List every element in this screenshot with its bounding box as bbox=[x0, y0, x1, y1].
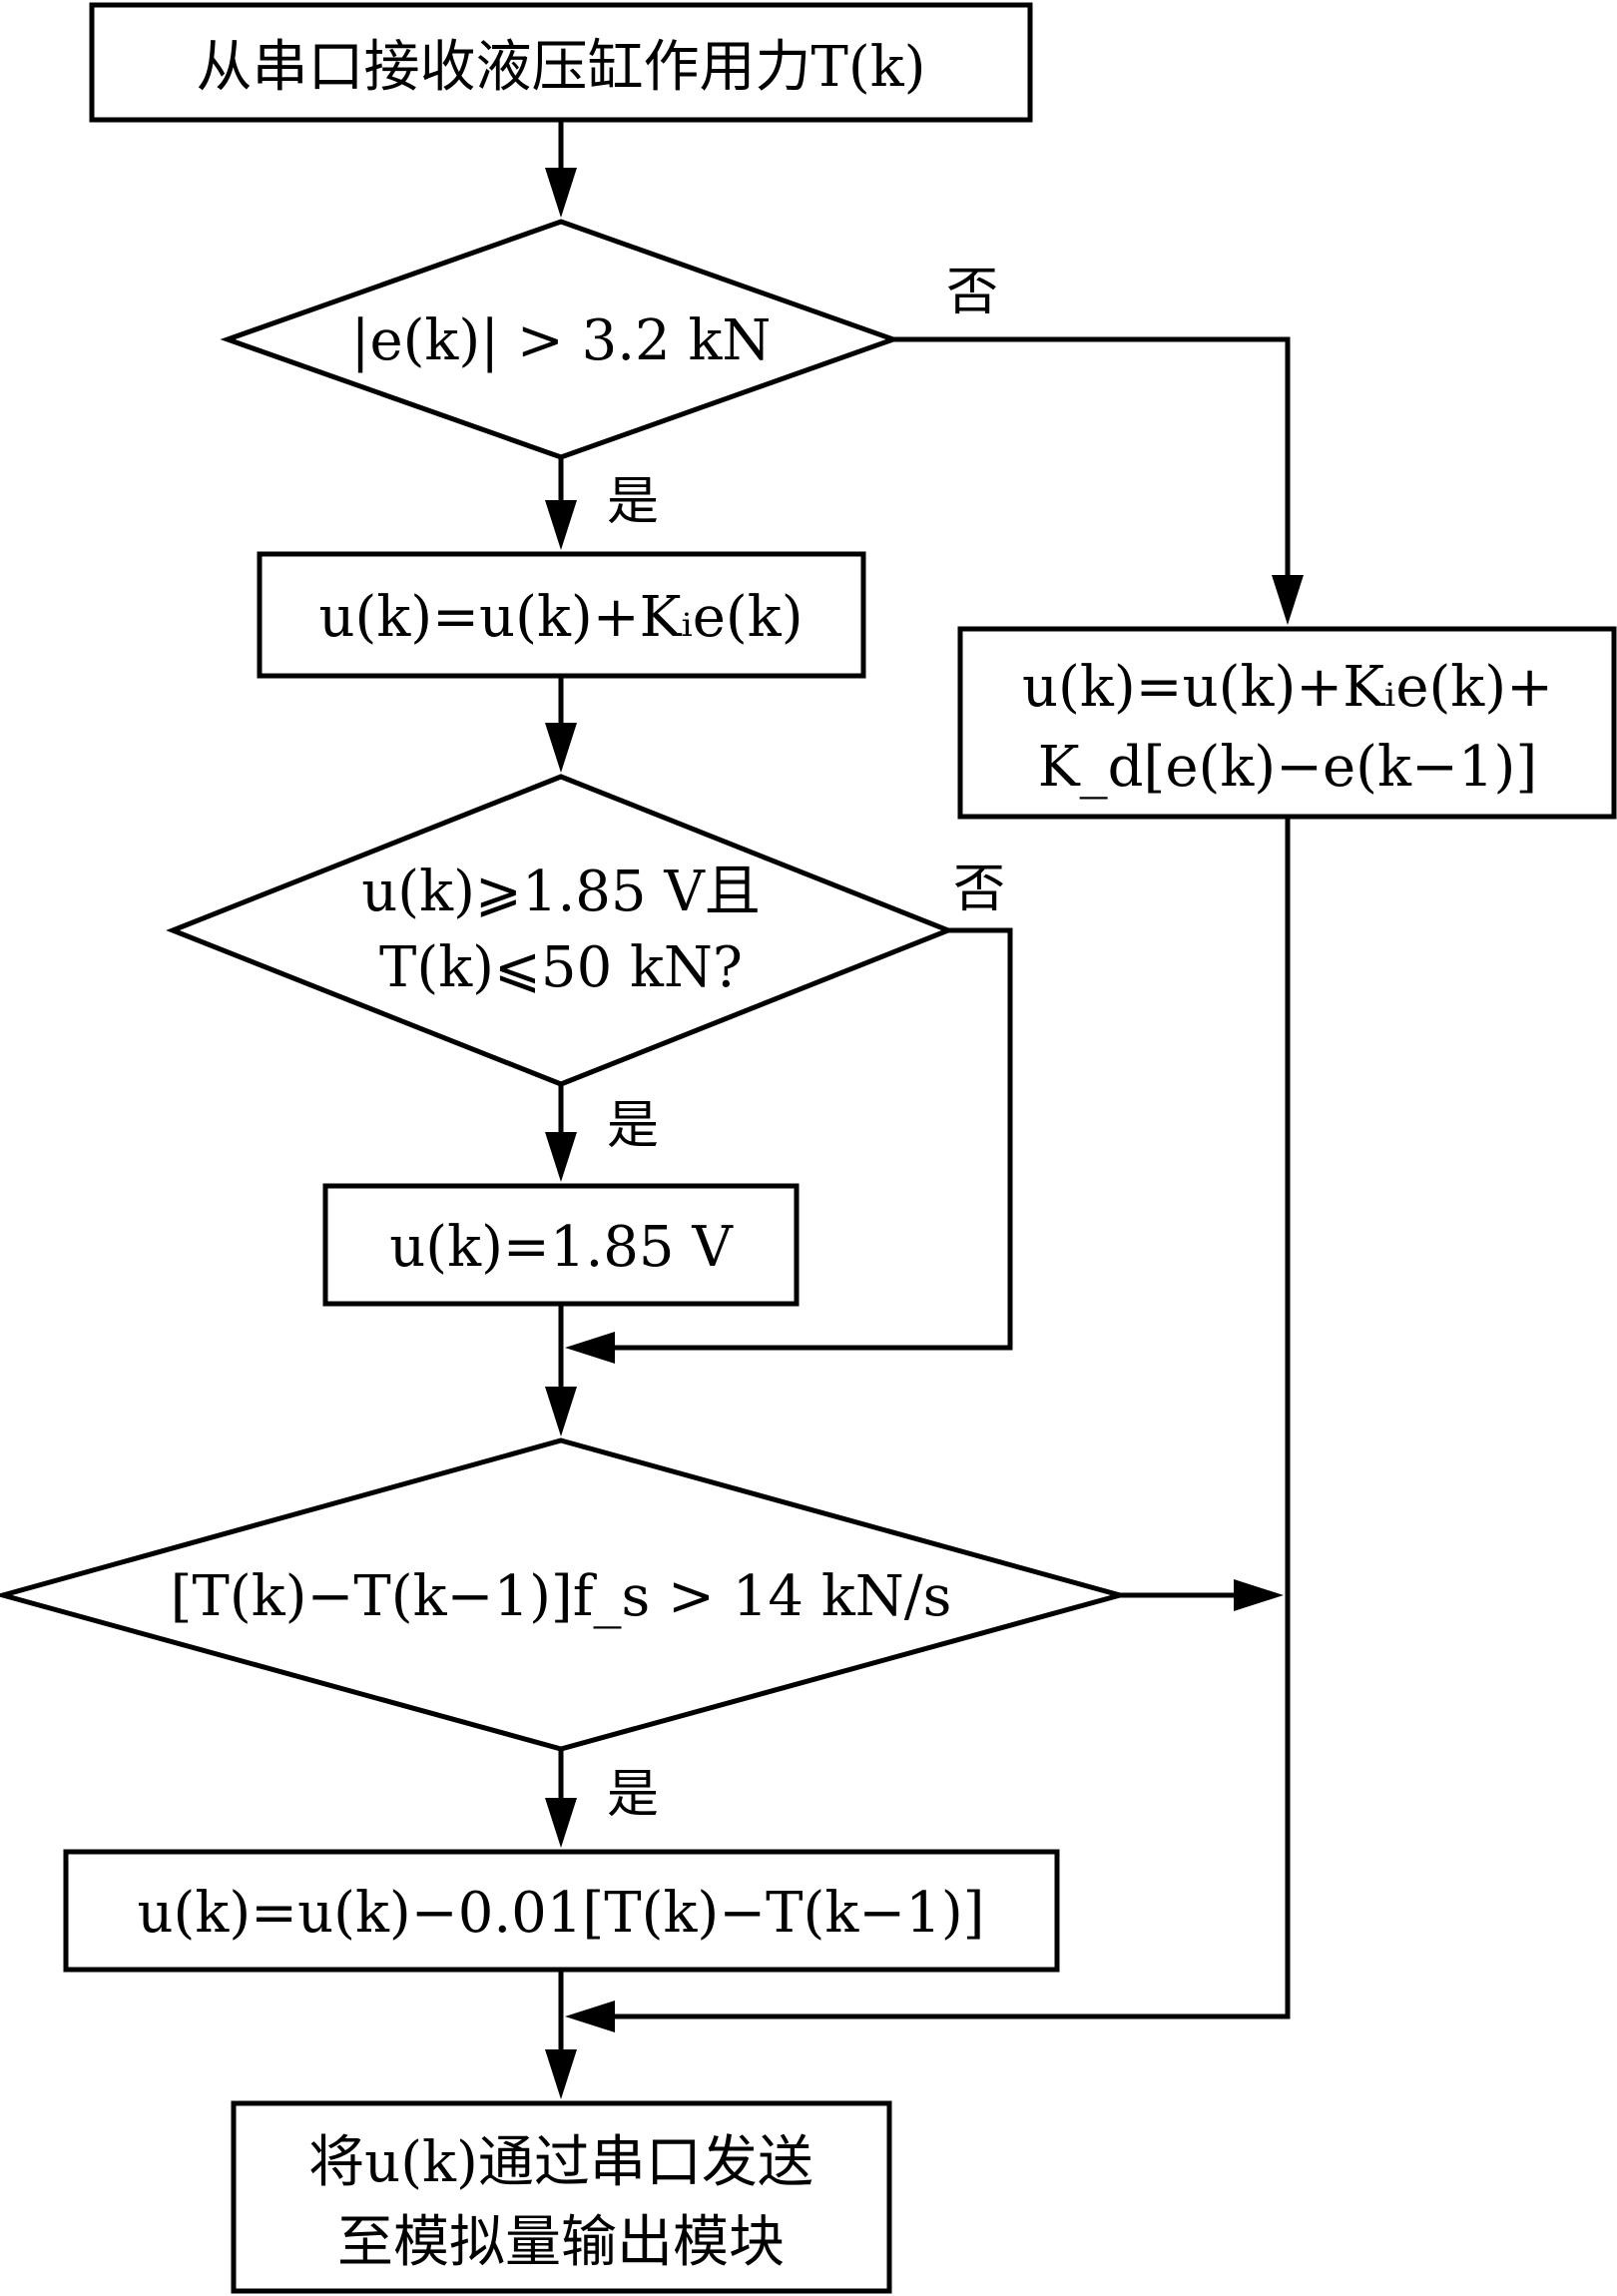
edge-cond-limit-no bbox=[565, 927, 1013, 1364]
node-update-i-label: u(k)=u(k)+Kᵢe(k) bbox=[318, 585, 803, 650]
node-end-line1: 将u(k)通过串口发送 bbox=[308, 2130, 813, 2195]
node-cond-error-label: |e(k)| > 3.2 kN bbox=[351, 308, 772, 373]
node-cond-rate: [T(k)−T(k−1)]f_s > 14 kN/s bbox=[0, 1437, 1130, 1752]
edge-cond-error-yes bbox=[545, 457, 577, 550]
node-update-pid-line1: u(k)=u(k)+Kᵢe(k)+ bbox=[1022, 655, 1553, 720]
edge-cond-rate-no bbox=[1120, 1579, 1284, 1611]
node-start-label: 从串口接收液压缸作用力T(k) bbox=[197, 35, 926, 100]
edge-start-to-cond-error bbox=[545, 120, 577, 218]
edge-update-i-to-cond-limit bbox=[545, 676, 577, 773]
node-end: 将u(k)通过串口发送 至模拟量输出模块 bbox=[231, 2100, 892, 2294]
node-set-limit: u(k)=1.85 V bbox=[322, 1183, 800, 1307]
edge-cond-limit-yes bbox=[545, 1084, 577, 1182]
node-cond-rate-label: [T(k)−T(k−1)]f_s > 14 kN/s bbox=[171, 1564, 952, 1629]
node-update-i: u(k)=u(k)+Kᵢe(k) bbox=[257, 551, 866, 679]
node-cond-limit: u(k)⩾1.85 V且 T(k)⩽50 kN? bbox=[166, 774, 955, 1087]
node-cond-limit-line2: T(k)⩽50 kN? bbox=[379, 935, 743, 1000]
edge-cond-error-no bbox=[893, 336, 1304, 625]
edge-label-no-1: 否 bbox=[946, 263, 998, 322]
edge-set-limit-to-cond-rate bbox=[545, 1304, 577, 1436]
node-start: 从串口接收液压缸作用力T(k) bbox=[89, 2, 1033, 123]
node-update-pid-line2: K_d[e(k)−e(k−1)] bbox=[1038, 735, 1537, 800]
edge-label-yes-2: 是 bbox=[607, 1096, 659, 1156]
edge-update-rate-to-end bbox=[545, 1970, 577, 2099]
edge-update-pid-to-merge bbox=[565, 817, 1291, 2032]
node-update-pid: u(k)=u(k)+Kᵢe(k)+ K_d[e(k)−e(k−1)] bbox=[957, 626, 1617, 820]
edge-label-yes-3: 是 bbox=[607, 1765, 659, 1825]
edge-label-yes-1: 是 bbox=[607, 472, 659, 532]
node-update-rate: u(k)=u(k)−0.01[T(k)−T(k−1)] bbox=[63, 1849, 1060, 1973]
edge-cond-rate-yes bbox=[545, 1749, 577, 1848]
edge-label-no-2: 否 bbox=[953, 860, 1005, 919]
node-update-rate-label: u(k)=u(k)−0.01[T(k)−T(k−1)] bbox=[137, 1881, 984, 1946]
node-cond-error: |e(k)| > 3.2 kN bbox=[220, 219, 901, 460]
node-end-line2: 至模拟量输出模块 bbox=[337, 2210, 785, 2275]
node-set-limit-label: u(k)=1.85 V bbox=[389, 1215, 734, 1280]
node-cond-limit-line1: u(k)⩾1.85 V且 bbox=[361, 860, 761, 924]
